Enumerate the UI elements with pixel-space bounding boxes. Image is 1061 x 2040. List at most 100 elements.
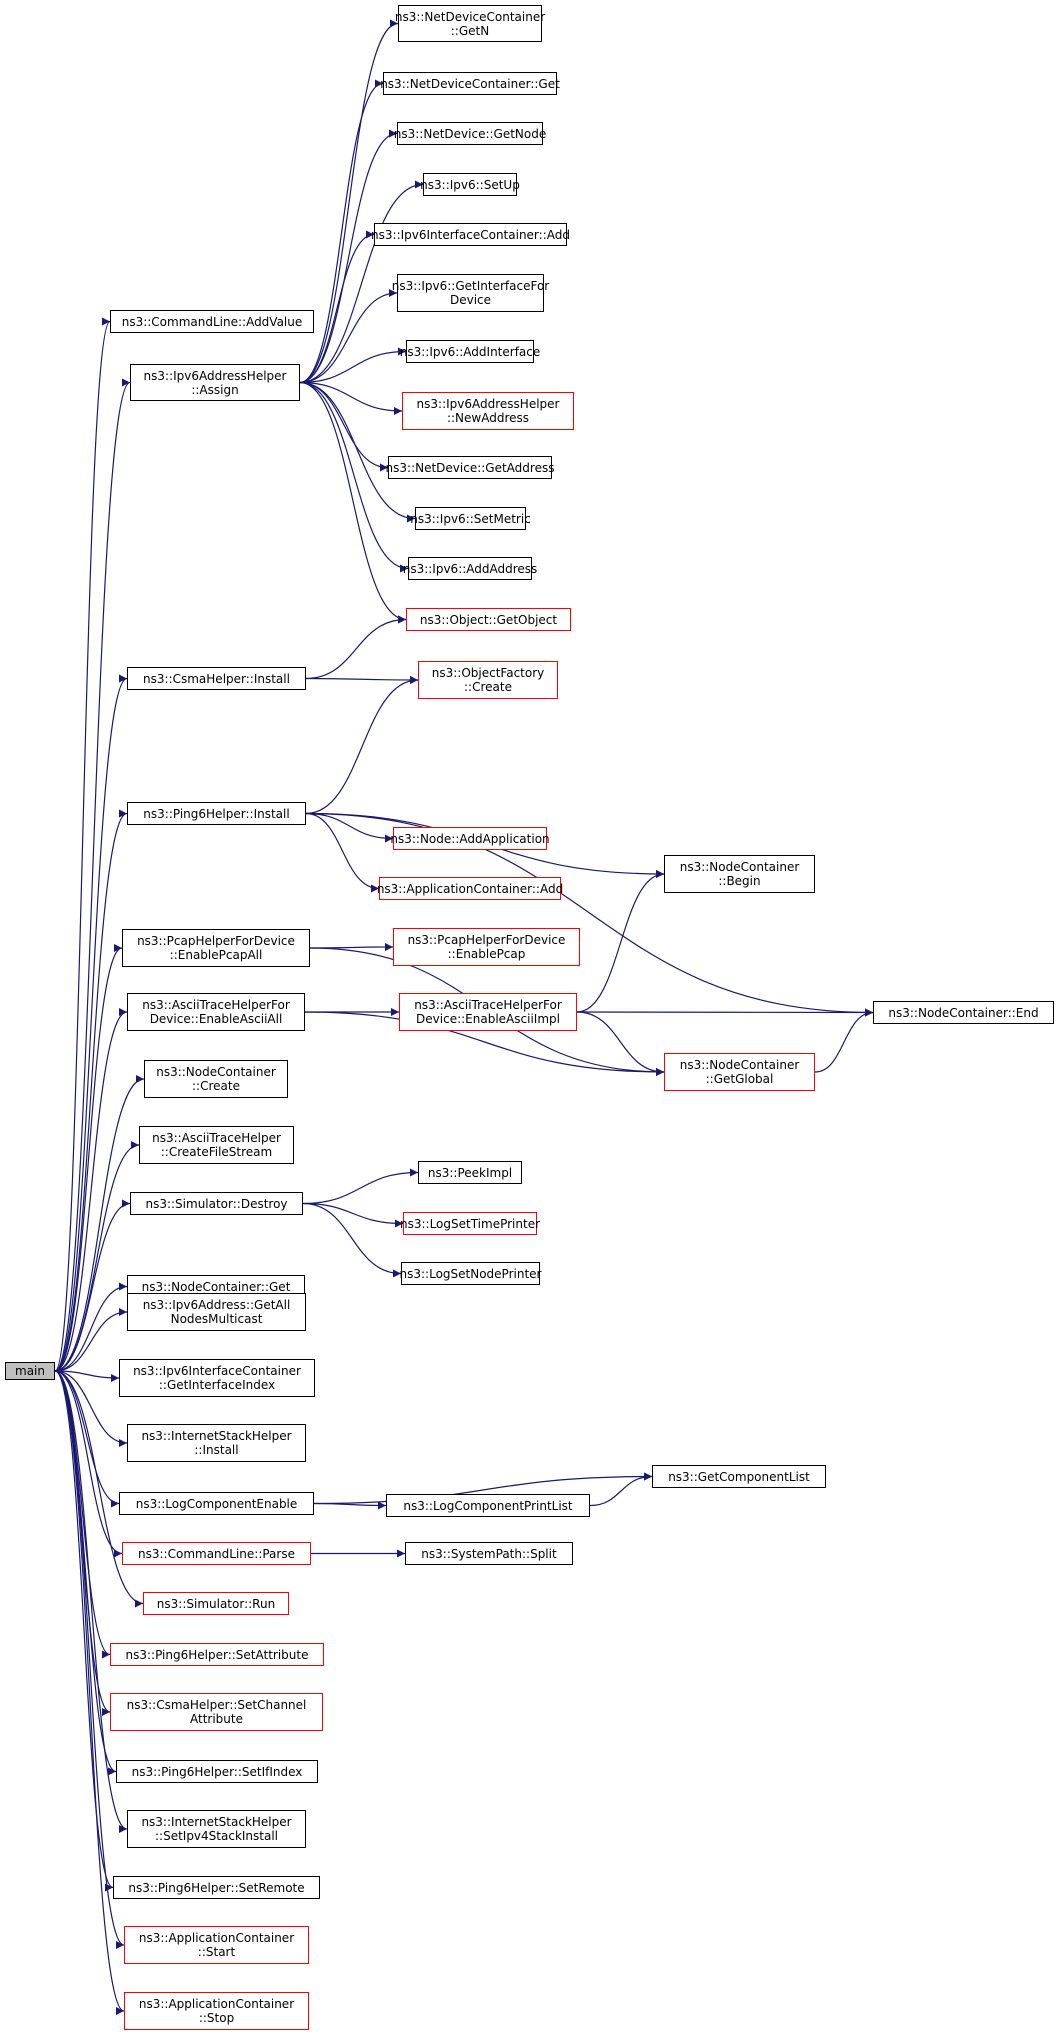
node-label: Attribute	[190, 1712, 243, 1726]
edge-logcomponentprintlist-to-getcomponentlist	[589, 1472, 653, 1507]
node-label: ::NewAddress	[446, 411, 530, 425]
edge-ping6helper-install-to-objectfactory-create	[305, 676, 419, 815]
edge-main-to-csmahelper-install	[54, 674, 128, 1372]
node-label: ns3::NodeContainer::Get	[141, 1279, 291, 1294]
node-ping6helper-install[interactable]: ns3::Ping6Helper::Install	[127, 802, 306, 825]
node-label: ns3::SystemPath::Split	[421, 1546, 557, 1561]
edge-ipv6addresshelper-assign-to-ipv6-addaddress	[299, 381, 409, 573]
node-label: ns3::CommandLine::AddValue	[121, 314, 303, 329]
edge-ping6helper-install-to-nodecontainer-end	[305, 812, 874, 1017]
node-nodecontainer-getglobal[interactable]: ns3::NodeContainer::GetGlobal	[664, 1053, 815, 1091]
node-csmahelper-install[interactable]: ns3::CsmaHelper::Install	[127, 667, 306, 690]
edge-asciitracehelperfordevice-enableasciiimpl-to-nodecontainer-begin	[576, 870, 665, 1013]
edge-csmahelper-install-to-object-getobject	[305, 615, 407, 680]
node-logcomponentenable[interactable]: ns3::LogComponentEnable	[119, 1492, 314, 1515]
edge-simulator-destroy-to-logsetnodeprinter	[302, 1202, 402, 1278]
node-ipv6ifcontainer-add[interactable]: ns3::Ipv6InterfaceContainer::Add	[371, 223, 570, 246]
node-logcomponentprintlist[interactable]: ns3::LogComponentPrintList	[386, 1494, 590, 1517]
edge-main-to-pcaphelperfordevice-enablepcapall	[54, 944, 123, 1372]
node-label: ns3::LogComponentPrintList	[403, 1498, 573, 1513]
node-ping6helper-setifindex[interactable]: ns3::Ping6Helper::SetIfIndex	[116, 1760, 318, 1783]
node-pcaphelperfordevice-enablepcapall[interactable]: ns3::PcapHelperForDevice::EnablePcapAll	[122, 929, 310, 967]
node-logsetnodeprinter[interactable]: ns3::LogSetNodePrinter	[400, 1262, 541, 1285]
node-pcaphelperfordevice-enablepcap[interactable]: ns3::PcapHelperForDevice::EnablePcap	[393, 928, 580, 966]
node-object-getobject[interactable]: ns3::Object::GetObject	[406, 608, 571, 631]
node-label: ns3::AsciiTraceHelper	[152, 1131, 281, 1145]
node-label: ns3::Ipv6::SetUp	[420, 177, 520, 192]
node-label: ns3::ApplicationContainer	[138, 1931, 295, 1945]
edge-asciitracehelperfordevice-enableasciiimpl-to-nodecontainer-end	[576, 1008, 874, 1017]
node-netdevcontainer-get[interactable]: ns3::NetDeviceContainer::Get	[380, 72, 560, 95]
node-asciitracehelper-createfilestream[interactable]: ns3::AsciiTraceHelper::CreateFileStream	[139, 1126, 294, 1164]
node-label: ns3::Ipv6::AddInterface	[399, 344, 541, 359]
node-label: Device::EnableAsciiAll	[149, 1012, 283, 1026]
node-nodecontainer-begin[interactable]: ns3::NodeContainer::Begin	[664, 855, 815, 893]
edge-main-to-simulator-run	[54, 1370, 144, 1608]
node-objectfactory-create[interactable]: ns3::ObjectFactory::Create	[418, 661, 558, 699]
node-label: ::EnablePcap	[447, 947, 526, 961]
node-ipv6-setmetric[interactable]: ns3::Ipv6::SetMetric	[410, 507, 531, 530]
edge-ipv6addresshelper-assign-to-netdevcontainer-getn	[299, 19, 399, 384]
node-logsettimeprinter[interactable]: ns3::LogSetTimePrinter	[400, 1212, 540, 1235]
node-label: ns3::Node::AddApplication	[390, 831, 550, 846]
node-nodecontainer-end[interactable]: ns3::NodeContainer::End	[873, 1001, 1054, 1024]
node-peekimpl[interactable]: ns3::PeekImpl	[418, 1161, 522, 1184]
node-ping6helper-setremote[interactable]: ns3::Ping6Helper::SetRemote	[113, 1876, 320, 1899]
node-label: ns3::LogComponentEnable	[135, 1496, 298, 1511]
node-label: ns3::NodeContainer::End	[888, 1005, 1039, 1020]
edge-nodecontainer-getglobal-to-nodecontainer-end	[814, 1008, 874, 1073]
edge-simulator-destroy-to-logsettimeprinter	[302, 1202, 404, 1228]
edge-ipv6addresshelper-assign-to-ipv6-setup	[299, 180, 424, 384]
node-ping6helper-setattribute[interactable]: ns3::Ping6Helper::SetAttribute	[110, 1643, 324, 1666]
node-label: ns3::Ping6Helper::SetRemote	[128, 1880, 305, 1895]
node-ipv6addresshelper-assign[interactable]: ns3::Ipv6AddressHelper::Assign	[130, 364, 300, 401]
node-label: ns3::NodeContainer	[679, 860, 800, 874]
node-label: ns3::Simulator::Run	[156, 1596, 276, 1611]
node-nodecontainer-create[interactable]: ns3::NodeContainer::Create	[144, 1060, 288, 1098]
node-ipv6-addinterface[interactable]: ns3::Ipv6::AddInterface	[400, 340, 540, 363]
node-label: ns3::NetDevice::GetAddress	[385, 460, 555, 475]
node-commandline-parse[interactable]: ns3::CommandLine::Parse	[122, 1542, 311, 1565]
node-ipv6-addaddress[interactable]: ns3::Ipv6::AddAddress	[403, 557, 537, 580]
node-netdevcontainer-getn[interactable]: ns3::NetDeviceContainer::GetN	[395, 5, 545, 42]
node-node-addapplication[interactable]: ns3::Node::AddApplication	[390, 827, 550, 850]
node-label: ns3::NodeContainer	[156, 1065, 276, 1079]
node-label: ns3::PcapHelperForDevice	[137, 934, 295, 948]
node-ipv6-setup[interactable]: ns3::Ipv6::SetUp	[420, 173, 520, 196]
node-label: ns3::NodeContainer	[679, 1058, 800, 1072]
node-internetstackhelper-setipv4stackinstall[interactable]: ns3::InternetStackHelper::SetIpv4StackIn…	[127, 1810, 306, 1848]
node-label: ns3::Ipv6AddressHelper	[143, 368, 287, 383]
node-label: ns3::PeekImpl	[427, 1165, 513, 1180]
node-label: ns3::Ipv6::SetMetric	[410, 511, 531, 526]
edge-main-to-ipv6ifcontainer-getinterfaceindex	[54, 1370, 120, 1382]
node-simulator-run[interactable]: ns3::Simulator::Run	[143, 1592, 289, 1615]
node-main: main	[5, 1362, 55, 1380]
node-label: ns3::ApplicationContainer	[138, 1997, 295, 2011]
edge-ipv6addresshelper-assign-to-netdevice-getaddress	[299, 381, 389, 472]
node-netdevice-getaddress[interactable]: ns3::NetDevice::GetAddress	[385, 456, 555, 479]
node-appcontainer-add[interactable]: ns3::ApplicationContainer::Add	[377, 877, 563, 900]
node-simulator-destroy[interactable]: ns3::Simulator::Destroy	[130, 1192, 303, 1215]
edge-ipv6addresshelper-assign-to-ipv6-getinterfacefordevice	[299, 289, 398, 384]
node-netdevice-getnode[interactable]: ns3::NetDevice::GetNode	[394, 122, 546, 145]
node-label: ns3::Ping6Helper::SetIfIndex	[131, 1764, 303, 1779]
edge-main-to-nodecontainer-create	[54, 1075, 145, 1372]
node-ipv6ifcontainer-getinterfaceindex[interactable]: ns3::Ipv6InterfaceContainer::GetInterfac…	[119, 1359, 315, 1397]
node-label: ns3::Ping6Helper::SetAttribute	[125, 1647, 309, 1662]
node-ipv6addresshelper-newaddress[interactable]: ns3::Ipv6AddressHelper::NewAddress	[402, 392, 574, 430]
node-getcomponentlist[interactable]: ns3::GetComponentList	[652, 1465, 826, 1488]
node-appcontainer-start[interactable]: ns3::ApplicationContainer::Start	[124, 1926, 309, 1964]
node-label: ::GetN	[450, 23, 490, 38]
node-internetstackhelper-install[interactable]: ns3::InternetStackHelper::Install	[127, 1424, 306, 1462]
node-systempath-split[interactable]: ns3::SystemPath::Split	[405, 1542, 573, 1565]
edge-logcomponentenable-to-getcomponentlist	[313, 1472, 653, 1505]
node-appcontainer-stop[interactable]: ns3::ApplicationContainer::Stop	[124, 1992, 309, 2030]
node-commandline-addvalue[interactable]: ns3::CommandLine::AddValue	[110, 310, 314, 333]
node-label: ns3::Ipv6AddressHelper	[416, 397, 560, 411]
